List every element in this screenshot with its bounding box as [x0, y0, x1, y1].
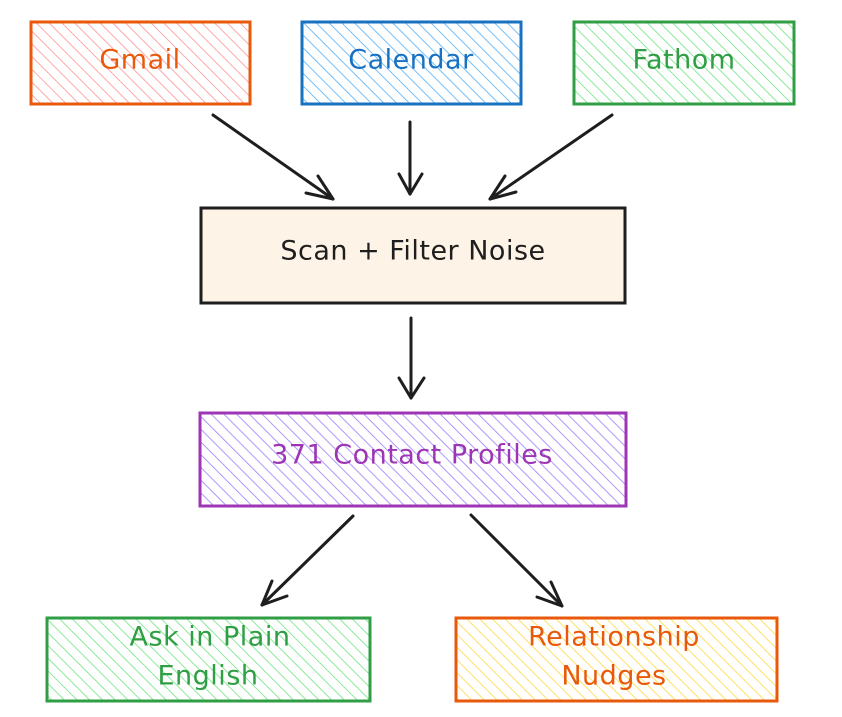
ask-label-line2: English — [158, 661, 259, 692]
node-calendar: Calendar — [300, 20, 523, 106]
ask-label-line1: Ask in Plain — [130, 622, 291, 653]
edge-calendar-to-scan — [397, 120, 424, 196]
edges — [211, 113, 614, 608]
node-fathom: Fathom — [572, 20, 796, 106]
nudges-label-line2: Nudges — [561, 661, 666, 692]
edge-scan-to-profiles — [397, 316, 426, 400]
edge-profiles-to-nudges — [469, 513, 564, 608]
node-contact-profiles: 371 Contact Profiles — [198, 411, 628, 508]
node-relationship-nudges: Relationship Nudges — [454, 616, 779, 703]
node-ask-plain-english: Ask in Plain English — [45, 616, 372, 703]
edge-fathom-to-scan — [488, 113, 614, 201]
nudges-label-line1: Relationship — [528, 622, 700, 653]
edge-gmail-to-scan — [211, 113, 335, 201]
node-gmail: Gmail — [29, 20, 252, 106]
node-scan-filter: Scan + Filter Noise — [199, 206, 627, 305]
edge-profiles-to-ask — [260, 514, 355, 607]
gmail-label: Gmail — [99, 45, 180, 76]
scan-filter-label: Scan + Filter Noise — [280, 236, 545, 267]
contact-profiles-label: 371 Contact Profiles — [271, 440, 553, 471]
fathom-label: Fathom — [632, 45, 735, 76]
calendar-label: Calendar — [348, 45, 474, 76]
